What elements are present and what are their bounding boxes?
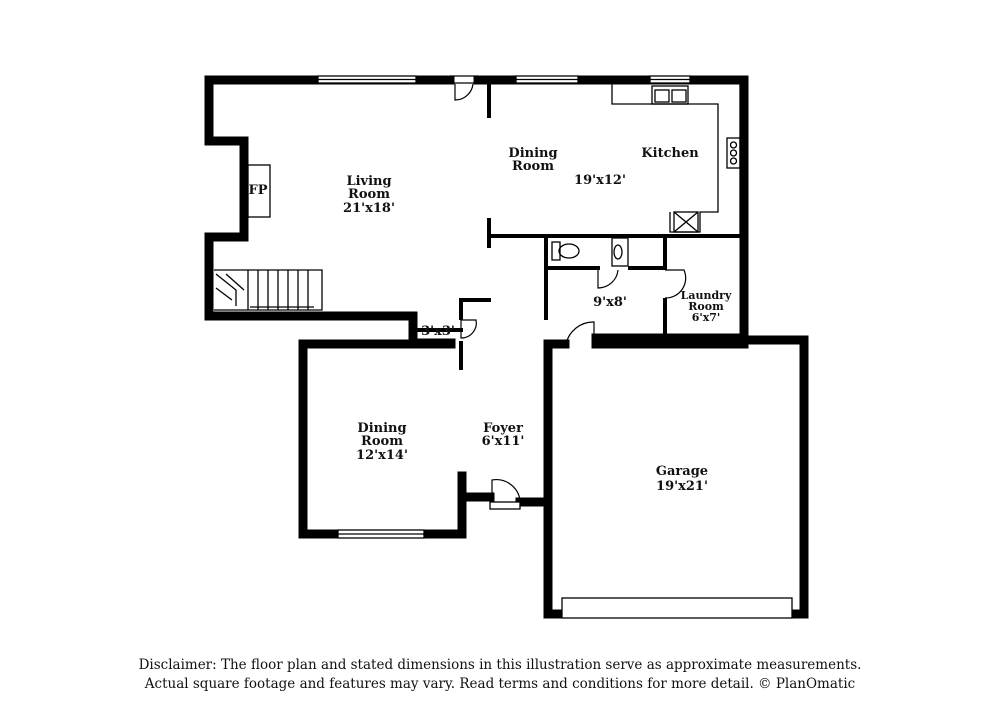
door-swing — [597, 268, 619, 289]
closet-dims: 3'x3' — [421, 324, 455, 339]
dining-room-bottom-name-line2: Room — [361, 434, 403, 449]
kitchen-name: Kitchen — [641, 146, 699, 161]
garage-door — [561, 597, 793, 619]
dining-room-bottom-dims: 12'x14' — [356, 448, 408, 463]
kitchen-dims: 19'x12' — [574, 173, 626, 188]
dining-room-bottom-name-line1: Dining — [357, 421, 406, 436]
door-swing — [664, 269, 687, 299]
stove-icon — [726, 137, 741, 169]
refrigerator-icon — [673, 211, 699, 233]
north-east-wall — [473, 75, 749, 343]
vanity-icon — [611, 237, 629, 267]
windows — [317, 75, 793, 619]
living-room-name-line2: Room — [348, 187, 390, 202]
fireplace-label: FP — [248, 183, 267, 198]
foyer-dims: 6'x11' — [482, 434, 525, 449]
door-swing — [491, 479, 521, 501]
fixtures — [214, 84, 741, 311]
fireplace — [247, 164, 271, 218]
garage-wall — [543, 339, 570, 619]
door-swing — [565, 321, 595, 345]
doors — [450, 75, 687, 510]
laundry-name-line2: Room — [688, 300, 724, 313]
staircase — [214, 269, 323, 311]
interior-walls — [411, 80, 746, 504]
door-swing — [460, 319, 477, 339]
disclaimer: Disclaimer: The floor plan and stated di… — [0, 656, 1000, 694]
sink-icon — [651, 85, 689, 105]
disclaimer-line1: Disclaimer: The floor plan and stated di… — [138, 657, 862, 673]
disclaimer-line2: Actual square footage and features may v… — [144, 676, 856, 692]
door-swing — [454, 83, 474, 101]
dining-room-top-name-line1: Dining — [508, 146, 557, 161]
dining-bottom-wall — [298, 339, 467, 539]
garage-wall-right — [739, 335, 809, 619]
living-room-name-line1: Living — [346, 174, 391, 189]
garage-name: Garage — [656, 464, 708, 479]
laundry-name-line1: Laundry — [681, 289, 732, 302]
toilet-icon — [551, 241, 561, 261]
bath-dims: 9'x8' — [593, 295, 627, 310]
garage-dims: 19'x21' — [656, 479, 708, 494]
room-labels: Living Room 21'x18' FP Dining Room Kitch… — [248, 146, 731, 494]
dining-room-top-name-line2: Room — [512, 159, 554, 174]
foyer-name: Foyer — [483, 421, 523, 436]
laundry-dims: 6'x7' — [692, 311, 721, 324]
living-room-dims: 21'x18' — [343, 201, 395, 216]
exterior-walls — [204, 75, 809, 619]
west-wall — [204, 75, 455, 321]
